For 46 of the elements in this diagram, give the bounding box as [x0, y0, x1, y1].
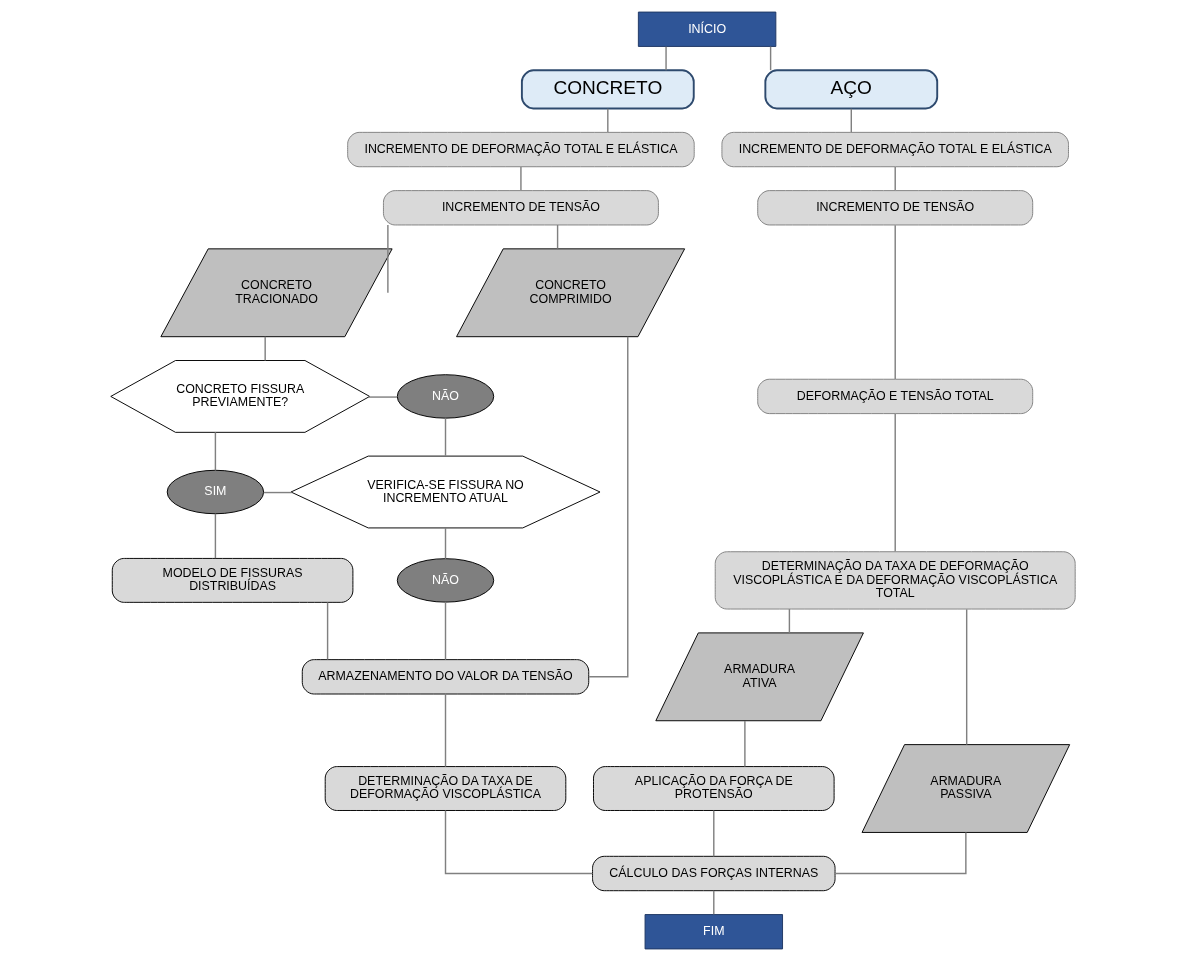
connector [788, 608, 790, 634]
connector [664, 45, 667, 71]
connector [444, 527, 446, 560]
node-box: INCREMENTO DE TENSÃO [382, 190, 659, 226]
node-box: AÇO [763, 69, 938, 110]
connector [263, 336, 266, 362]
node-ellipse: SIM [166, 469, 264, 515]
connector [444, 810, 593, 875]
connector [965, 608, 967, 746]
node-box: FIM [644, 914, 783, 950]
node-box: INCREMENTO DE DEFORMAÇÃO TOTAL E ELÁSTICA [346, 131, 695, 168]
node-box: ARMAZENAMENTO DO VALOR DA TENSÃO [301, 659, 589, 695]
node-box: DETERMINAÇÃO DA TAXA DE DEFORMAÇÃO VISCOPLÁSTICA E DA DEFORMAÇÃO VISCOPLÁSTICA TOTAL [714, 551, 1076, 610]
connector [519, 166, 522, 192]
node-box: MODELO DE FISSURAS DISTRIBUÍDAS [111, 557, 353, 603]
connector [850, 108, 852, 133]
connector [894, 166, 896, 192]
connector [444, 601, 446, 661]
node-box: INCREMENTO DE TENSÃO [756, 190, 1033, 226]
connector [606, 108, 609, 133]
connector [834, 831, 967, 875]
connector [262, 491, 292, 494]
node-box: DEFORMAÇÃO E TENSÃO TOTAL [756, 378, 1033, 415]
node-box: INCREMENTO DE DEFORMAÇÃO TOTAL E ELÁSTICA [720, 131, 1069, 168]
connector [587, 336, 628, 678]
connector [769, 45, 771, 71]
connector [712, 810, 714, 857]
node-ellipse: NÃO [396, 558, 494, 603]
node-box: CONCRETO [520, 69, 695, 110]
connector [894, 224, 896, 380]
node-box: DETERMINAÇÃO DA TAXA DE DEFORMAÇÃO VISCOPLÁSTICA [324, 766, 566, 811]
connector [556, 224, 558, 250]
connector [894, 413, 896, 553]
connector [444, 417, 446, 457]
connector [214, 513, 216, 559]
connector [386, 224, 389, 294]
connector [214, 431, 216, 472]
connector [712, 890, 714, 915]
connector [444, 693, 446, 768]
connector [326, 601, 328, 661]
connector [367, 396, 398, 398]
node-box: INÍCIO [637, 11, 776, 47]
node-ellipse: NÃO [396, 374, 494, 419]
node-box: CÁLCULO DAS FORÇAS INTERNAS [591, 855, 836, 892]
node-box: APLICAÇÃO DA FORÇA DE PROTENSÃO [592, 766, 835, 811]
connector [743, 720, 746, 768]
